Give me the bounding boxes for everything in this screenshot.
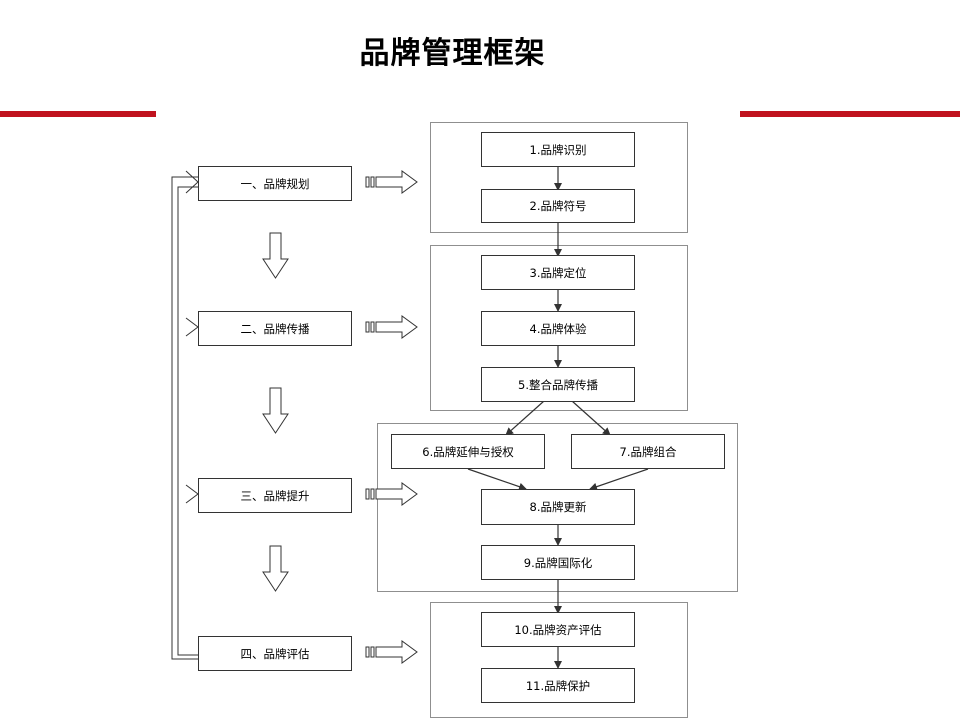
- step-box-9: 9.品牌国际化: [481, 545, 635, 580]
- step-box-1: 1.品牌识别: [481, 132, 635, 167]
- step-box-10: 10.品牌资产评估: [481, 612, 635, 647]
- right-arrow-stage-3: [365, 482, 418, 506]
- step-box-7: 7.品牌组合: [571, 434, 725, 469]
- step-box-11: 11.品牌保护: [481, 668, 635, 703]
- edge-step-5-step-6: [505, 400, 545, 436]
- down-arrow-stage-3-4: [262, 545, 289, 592]
- step-box-8: 8.品牌更新: [481, 489, 635, 525]
- right-arrow-stage-2: [365, 315, 418, 339]
- feedback-loop: [171, 170, 199, 660]
- edge-step-5-step-7: [571, 400, 611, 436]
- page-title: 品牌管理框架: [359, 36, 546, 71]
- right-arrow-stage-1: [365, 170, 418, 194]
- accent-bar-left: [0, 111, 156, 117]
- accent-bar-right: [740, 111, 960, 117]
- down-arrow-stage-2-3: [262, 387, 289, 434]
- stage-box-communication: 二、品牌传播: [198, 311, 352, 346]
- right-arrow-stage-4: [365, 640, 418, 664]
- stage-box-evaluation: 四、品牌评估: [198, 636, 352, 671]
- stage-box-planning: 一、品牌规划: [198, 166, 352, 201]
- edge-step-7-step-8: [589, 468, 649, 491]
- step-box-2: 2.品牌符号: [481, 189, 635, 223]
- down-arrow-stage-1-2: [262, 232, 289, 279]
- stage-box-improvement: 三、品牌提升: [198, 478, 352, 513]
- edge-step-6-step-8: [467, 468, 527, 491]
- step-box-4: 4.品牌体验: [481, 311, 635, 346]
- step-box-5: 5.整合品牌传播: [481, 367, 635, 402]
- step-box-3: 3.品牌定位: [481, 255, 635, 290]
- step-box-6: 6.品牌延伸与授权: [391, 434, 545, 469]
